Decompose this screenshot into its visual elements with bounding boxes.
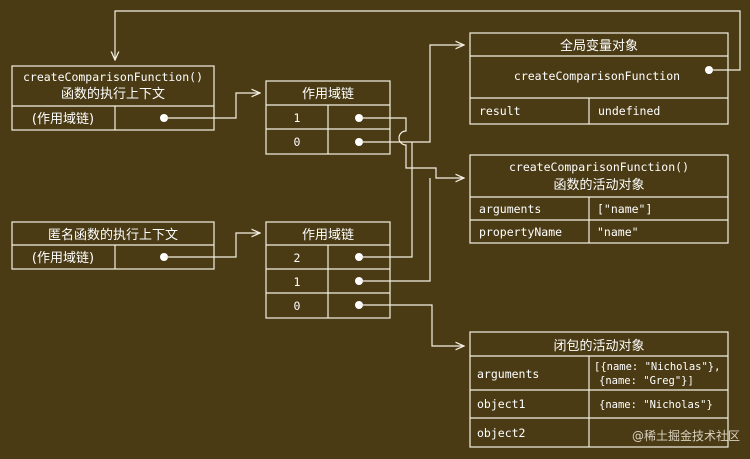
scope-chain-bottom: 作用域链 2 1 0 — [265, 221, 391, 319]
closure-activation-object: 闭包的活动对象 arguments [{name: "Nicholas"}, {… — [469, 331, 729, 448]
top-context-scope-label: (作用域链) — [32, 112, 94, 127]
closure-object-row-value-0-line2: {name: "Greg"}] — [599, 375, 694, 387]
arrow-top-scope-0-to-global — [359, 45, 464, 143]
activation-object-title-line1: createComparisonFunction() — [509, 160, 689, 174]
activation-object: createComparisonFunction() 函数的活动对象 argum… — [469, 154, 729, 244]
activation-object-row-key-0: arguments — [479, 202, 541, 216]
closure-object-row-key-1: object1 — [477, 397, 526, 411]
global-variable-object: 全局变量对象 createComparisonFunction result u… — [469, 32, 729, 125]
scope-chain-top-index-1: 1 — [294, 111, 301, 125]
top-execution-context: createComparisonFunction() 函数的执行上下文 (作用域… — [11, 65, 215, 131]
activation-object-row-value-0: ["name"] — [597, 202, 652, 216]
scope-chain-top: 作用域链 1 0 — [265, 80, 391, 155]
arrow-top-scope-1-to-activation — [359, 117, 464, 178]
closure-object-row-key-2: object2 — [477, 426, 525, 440]
arrow-anon-context-to-scope-chain — [164, 233, 260, 258]
closure-object-row-value-0-line1: [{name: "Nicholas"}, — [594, 361, 720, 373]
activation-object-row-key-1: propertyName — [479, 225, 562, 239]
activation-object-row-value-1: "name" — [597, 225, 639, 239]
anon-execution-context: 匿名函数的执行上下文 (作用域链) — [11, 221, 215, 270]
scope-chain-bottom-index-0: 0 — [294, 299, 301, 313]
line-bottom-scope-1-to-activation — [359, 178, 431, 282]
closure-object-row-value-1: {name: "Nicholas"} — [599, 399, 713, 411]
arrow-bottom-scope-0-to-closure — [359, 304, 464, 346]
watermark: @稀土掘金技术社区 — [632, 428, 740, 443]
global-object-row-key: result — [479, 104, 521, 118]
scope-chain-bottom-title: 作用域链 — [302, 228, 354, 243]
scope-chain-bottom-index-1: 1 — [294, 275, 301, 289]
line-bottom-scope-2-to-global — [359, 142, 413, 258]
closure-object-row-key-0: arguments — [477, 367, 539, 381]
arrow-top-context-to-scope-chain — [164, 93, 260, 119]
closure-object-title: 闭包的活动对象 — [553, 338, 644, 354]
global-object-row-value: undefined — [598, 104, 660, 118]
global-object-title: 全局变量对象 — [560, 38, 638, 54]
top-context-title-line2: 函数的执行上下文 — [61, 86, 165, 102]
anon-context-title: 匿名函数的执行上下文 — [48, 227, 178, 243]
scope-chain-top-index-0: 0 — [294, 135, 301, 149]
scope-chain-bottom-index-2: 2 — [294, 251, 301, 265]
scope-chain-top-title: 作用域链 — [302, 87, 354, 102]
activation-object-title-line2: 函数的活动对象 — [553, 177, 644, 193]
arrow-global-fn-to-top-context — [115, 10, 741, 71]
anon-context-scope-label: (作用域链) — [32, 251, 94, 266]
global-object-function-name: createComparisonFunction — [514, 69, 680, 83]
top-context-title-line1: createComparisonFunction() — [23, 70, 203, 84]
